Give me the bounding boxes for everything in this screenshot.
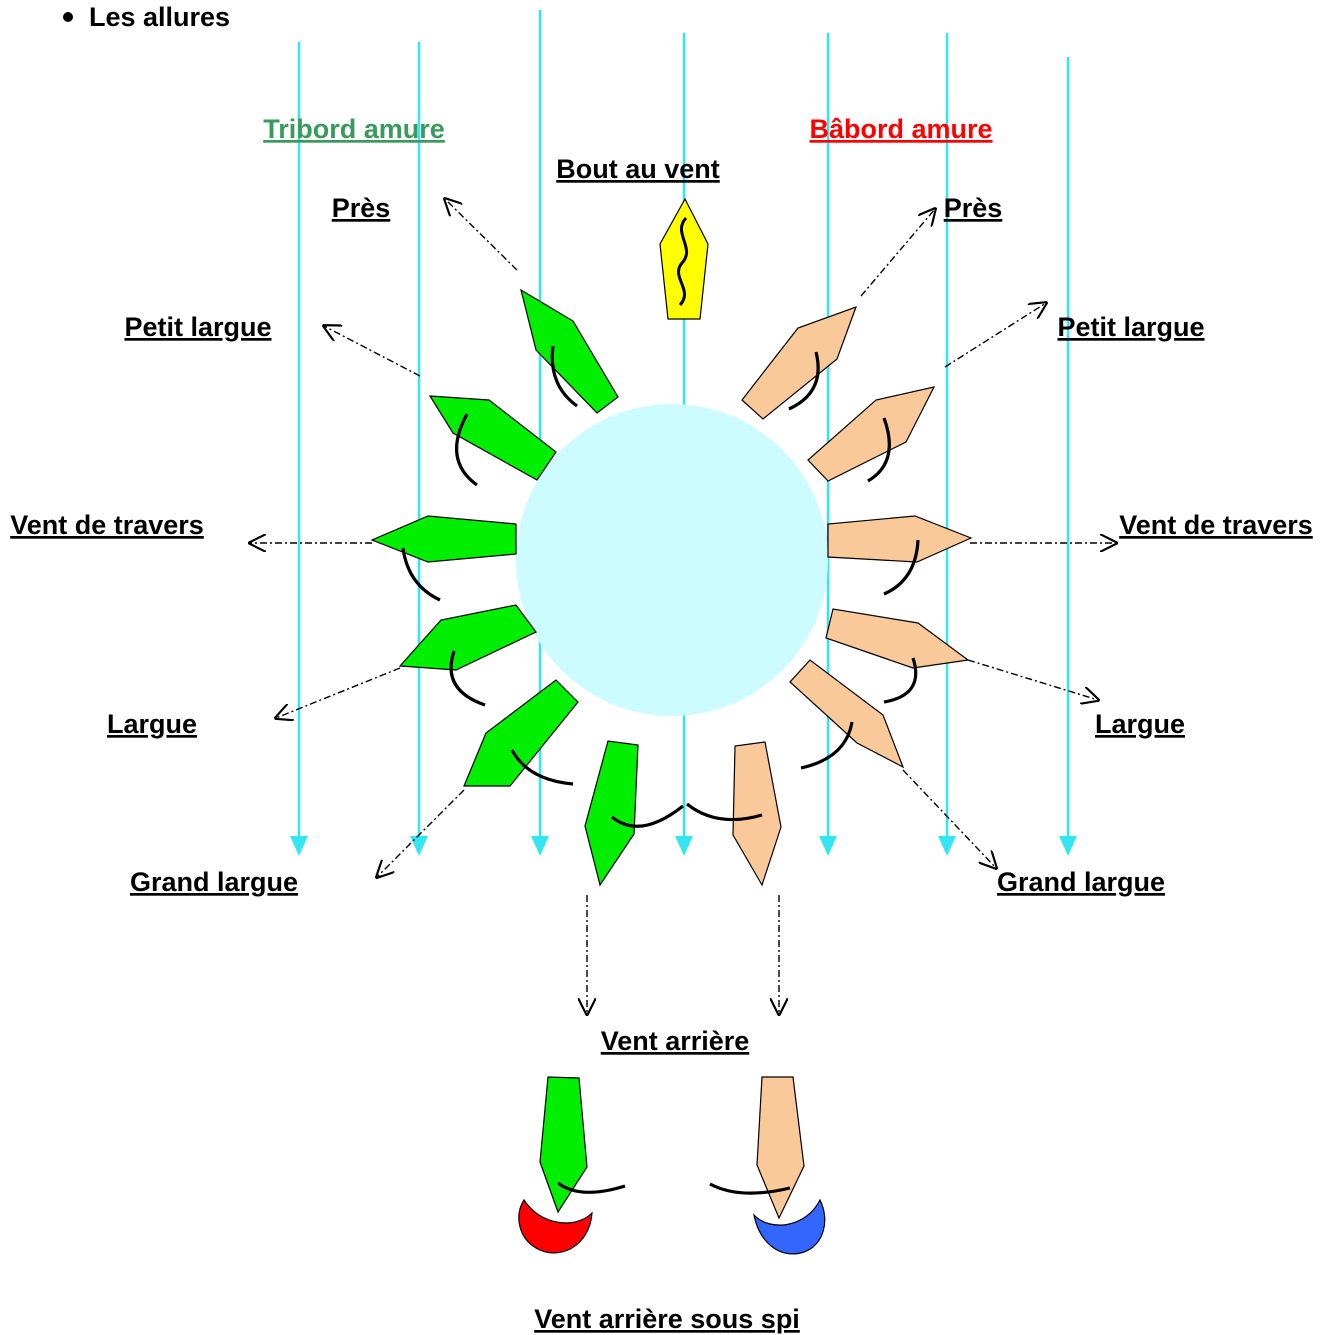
wind-arrow-icon: [290, 836, 308, 856]
spinnaker-icon: [519, 1200, 592, 1253]
boat-icon: [400, 605, 536, 670]
wind-arrow-icon: [675, 836, 693, 856]
center-circle: [516, 404, 828, 716]
boat-icon: [430, 396, 556, 480]
beam-reach-label-port: Vent de travers: [1119, 510, 1313, 540]
training-run-label-starboard: Grand largue: [130, 867, 298, 897]
wind-arrow-icon: [938, 836, 956, 856]
broad-reach-label-port: Largue: [1095, 709, 1185, 739]
close-hauled-label-starboard: Près: [332, 193, 391, 223]
wind-arrow-icon: [819, 836, 837, 856]
course-arrow-close-reach-port: [945, 303, 1046, 367]
close-reach-label-port: Petit largue: [1057, 312, 1204, 342]
head-to-wind-label: Bout au vent: [556, 154, 720, 184]
close-reach-label-starboard: Petit largue: [124, 312, 271, 342]
starboard-tack-label: Tribord amure: [263, 114, 445, 144]
boat-icon: [790, 660, 903, 767]
boat-icon: [372, 516, 516, 562]
boat-icon: [521, 290, 618, 413]
course-arrow-close-reach-starboard: [324, 326, 420, 376]
training-run-label-port: Grand largue: [997, 867, 1165, 897]
wind-arrow-icon: [410, 836, 428, 856]
course-arrow-close-hauled-port: [861, 209, 935, 296]
bullet-icon: [63, 12, 73, 22]
boat-icon: [733, 742, 781, 885]
course-arrow-close-hauled-starboard: [445, 199, 517, 270]
boat-icon: [757, 1077, 804, 1218]
close-hauled-label-port: Près: [944, 193, 1003, 223]
boat-icon: [585, 741, 638, 885]
course-arrow-broad-reach-starboard: [276, 668, 400, 718]
port-tack-label: Bâbord amure: [809, 114, 992, 144]
wind-arrow-icon: [1059, 836, 1077, 856]
beam-reach-label-starboard: Vent de travers: [10, 510, 204, 540]
course-arrow-broad-reach-port: [968, 660, 1098, 700]
course-arrow-training-run-starboard: [377, 790, 464, 877]
course-arrow-training-run-port: [903, 770, 996, 868]
heading: Les allures: [89, 2, 230, 32]
spinnaker-icon: [754, 1200, 825, 1254]
wind-arrow-icon: [531, 836, 549, 856]
boat-icon: [828, 516, 971, 562]
run-spinnaker-label: Vent arrière sous spi: [534, 1304, 800, 1334]
broad-reach-label-starboard: Largue: [107, 709, 197, 739]
boat-icon: [464, 680, 578, 786]
run-label: Vent arrière: [601, 1026, 750, 1056]
